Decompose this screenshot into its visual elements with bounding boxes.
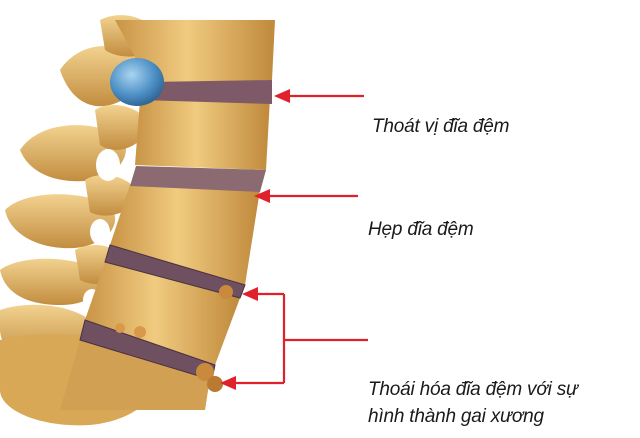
label-herniated-disc: Thoát vị đĩa đệm	[372, 116, 510, 137]
label-disc-degeneration: Thoái hóa đĩa đệm với sự hình thành gai …	[368, 376, 578, 430]
intervertebral-discs	[79, 80, 272, 381]
bone-spurs	[115, 285, 233, 392]
callout-arrows	[220, 89, 368, 390]
label-degeneration-line1: Thoái hóa đĩa đệm với sự	[368, 379, 578, 400]
herniated-disc-bulge	[110, 58, 164, 106]
label-degeneration-line2: hình thành gai xương	[368, 406, 544, 427]
label-narrowed-disc: Hẹp đĩa đệm	[368, 219, 474, 240]
